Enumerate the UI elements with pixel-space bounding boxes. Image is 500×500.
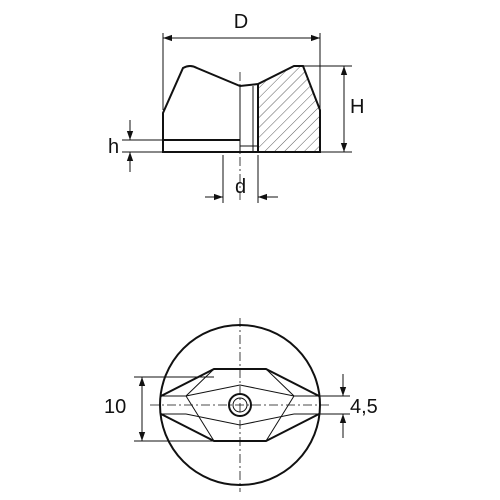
label-H: H — [350, 96, 364, 118]
label-4-5: 4,5 — [350, 396, 378, 418]
dimension-4-5: 4,5 — [319, 374, 378, 438]
label-h: h — [108, 136, 119, 158]
section-hatching — [258, 66, 320, 152]
dimension-h: h — [108, 120, 163, 172]
side-view: D H h d — [108, 11, 364, 203]
label-D: D — [234, 11, 248, 33]
dimension-d: d — [205, 155, 278, 203]
label-d: d — [235, 176, 246, 198]
dimension-10: 10 — [104, 376, 214, 442]
top-view: 10 4,5 — [104, 318, 378, 492]
dimension-D: D — [162, 11, 321, 110]
label-10: 10 — [104, 396, 126, 418]
part-outline — [162, 65, 321, 153]
dimension-H: H — [303, 65, 364, 153]
